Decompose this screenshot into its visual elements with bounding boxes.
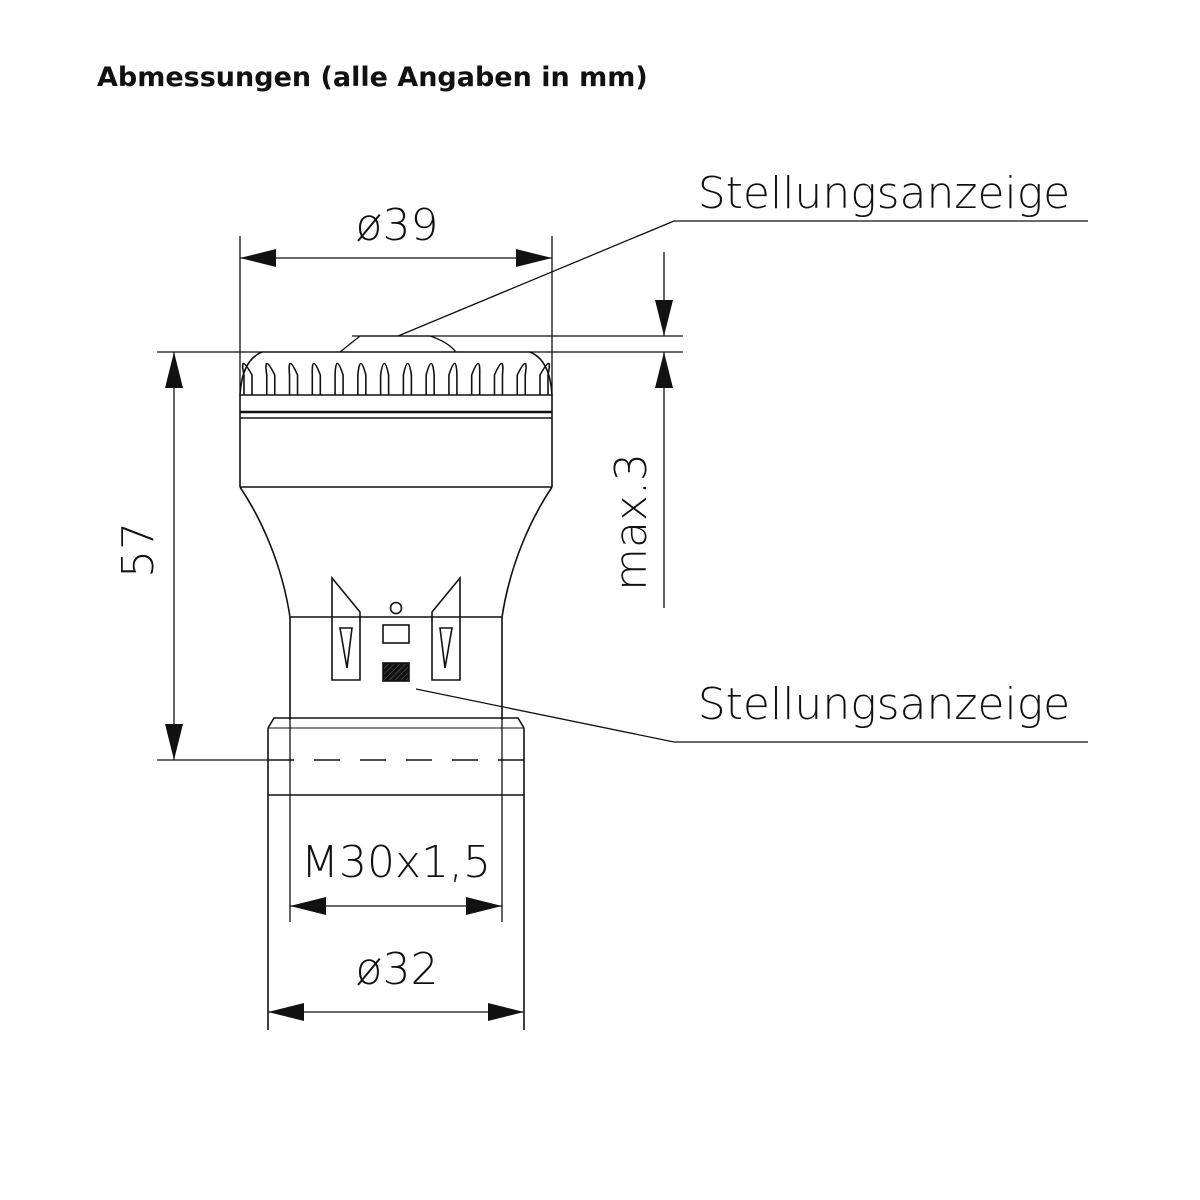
left-clip [331, 575, 361, 681]
thread-section [267, 717, 525, 1030]
cap-body [239, 395, 553, 488]
knurl-rib [357, 362, 367, 395]
arrowheads [165, 249, 673, 1021]
arrow-d32-right [488, 1003, 524, 1021]
page-title: Abmessungen (alle Angaben in mm) [97, 62, 648, 93]
callout-indicator-top: Stellungsanzeige [698, 168, 1071, 219]
arrow-d39-right [516, 249, 552, 267]
conical-neck [239, 486, 553, 618]
knurl-rib [288, 362, 299, 395]
knurl-rib [539, 362, 551, 395]
part-outline [239, 351, 553, 1030]
knurl-rib [265, 362, 276, 395]
indicator-marker [382, 662, 410, 682]
dim-height: 57 [113, 522, 164, 578]
arrow-d39-left [240, 249, 276, 267]
arrow-h57-bottom [165, 724, 183, 760]
indicator-dot [389, 601, 403, 615]
knurl-rib [379, 362, 390, 395]
callout-indicator-bottom: Stellungsanzeige [698, 679, 1071, 730]
arrow-thread-left [290, 897, 326, 915]
right-clip [431, 575, 461, 681]
knurl-rib [311, 362, 322, 395]
knurl-rib [470, 362, 481, 395]
knurl-rib [516, 362, 527, 395]
knurl-rib [241, 362, 253, 395]
dim-diameter-top: ø39 [356, 200, 439, 251]
indicator-window [382, 624, 410, 644]
knurl-rib [448, 362, 458, 395]
knurl-rib [334, 362, 344, 395]
dim-max-protrusion: max.3 [606, 453, 657, 591]
arrow-d32-left [268, 1003, 304, 1021]
knurl-ribs [241, 362, 551, 395]
arrow-thread-right [466, 897, 502, 915]
dim-diameter-bottom: ø32 [356, 944, 439, 995]
arrow-max3-bottom [655, 352, 673, 388]
contact-block [289, 617, 503, 720]
knurl-rib [425, 362, 435, 395]
knurl-rib [402, 362, 413, 395]
arrow-h57-top [165, 352, 183, 388]
knurled-cap [239, 351, 553, 419]
arrow-max3-top [655, 300, 673, 336]
knurl-rib [493, 362, 504, 395]
dim-thread: M30x1,5 [301, 837, 491, 888]
